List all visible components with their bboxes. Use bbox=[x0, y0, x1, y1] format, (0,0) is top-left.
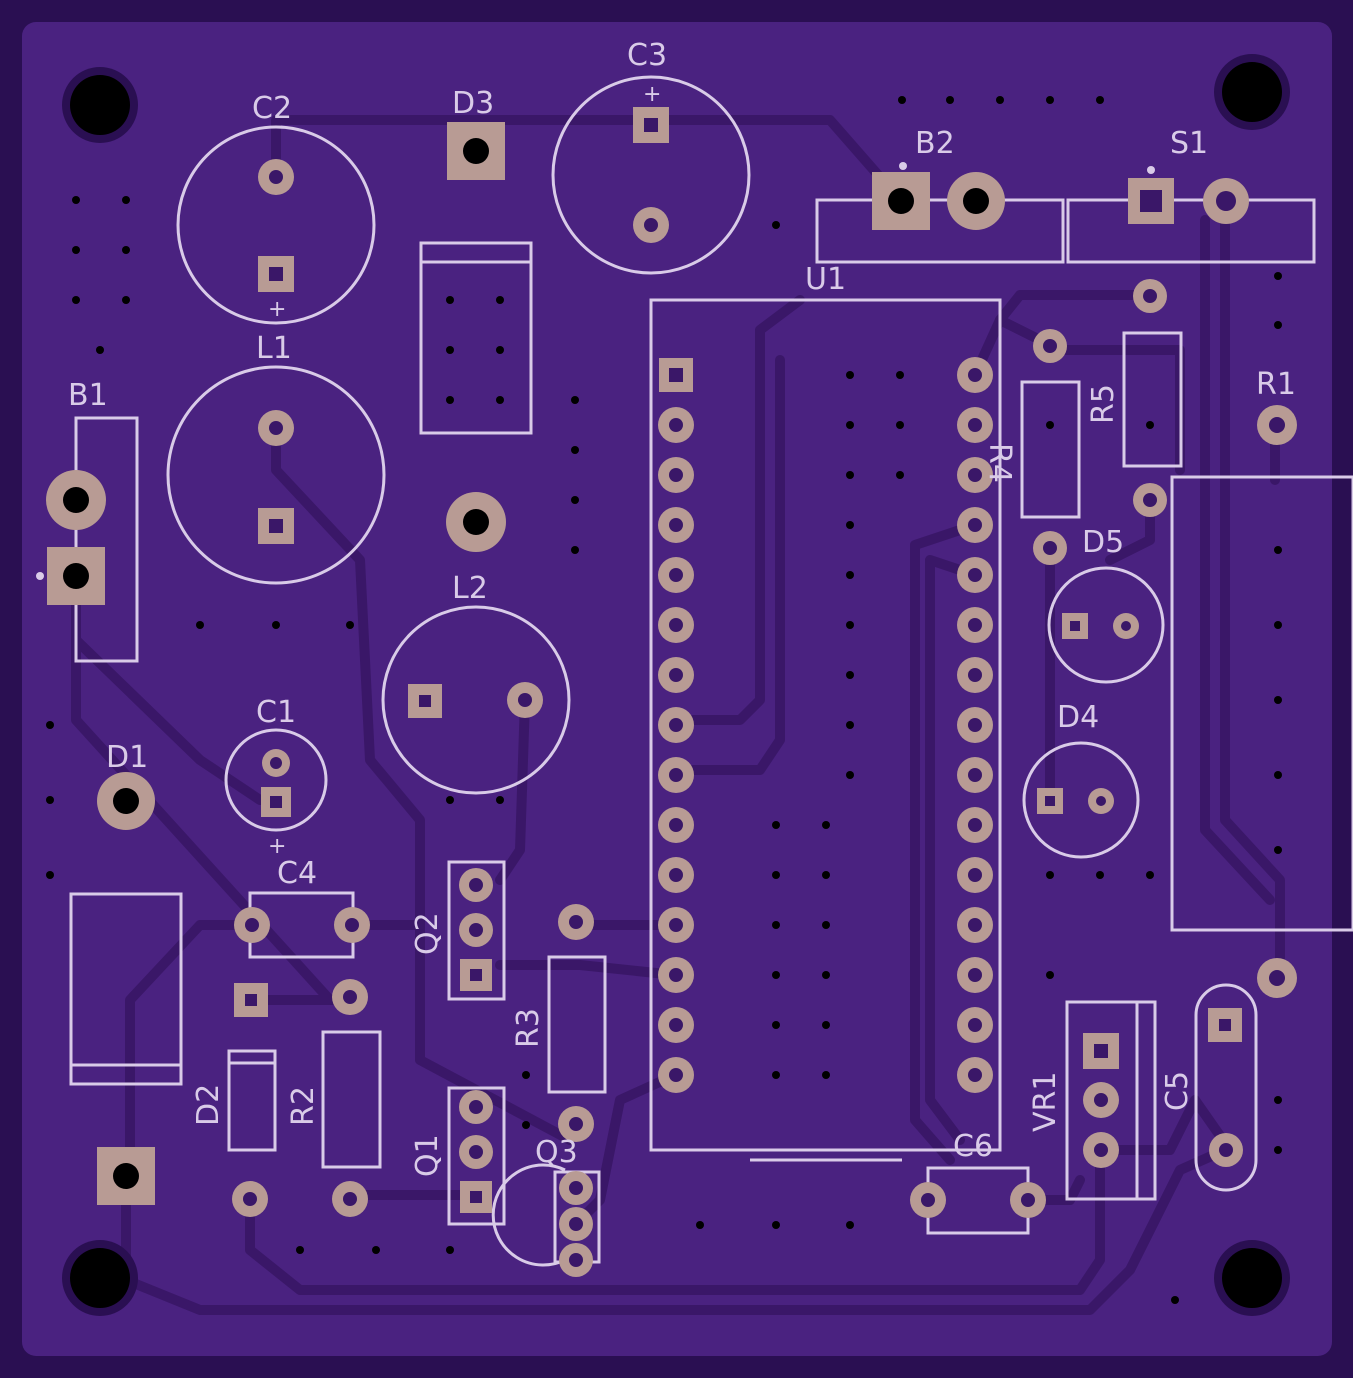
u1-pins bbox=[658, 357, 993, 1093]
silkscreen-labels: C2 D3 C3 + B2 S1 + L1 B1 U1 R4 R5 R1 L2 … bbox=[68, 38, 1296, 1177]
c4-outline bbox=[248, 891, 355, 959]
label-s1: S1 bbox=[1170, 126, 1208, 161]
pads bbox=[46, 107, 1297, 1277]
u1-pin-hole bbox=[968, 518, 982, 532]
c5-outline bbox=[1194, 983, 1258, 1192]
l1-outline bbox=[166, 365, 386, 585]
c3-outline bbox=[551, 75, 751, 275]
label-r4: R4 bbox=[982, 443, 1017, 483]
u1-pin-hole bbox=[669, 618, 683, 632]
c2-outline bbox=[176, 125, 376, 325]
label-l1: L1 bbox=[256, 331, 292, 366]
u1-pin-hole bbox=[968, 868, 982, 882]
u1-pin-hole bbox=[968, 568, 982, 582]
label-u1: U1 bbox=[805, 262, 846, 297]
u1-pin-hole bbox=[968, 1018, 982, 1032]
label-b1: B1 bbox=[68, 378, 108, 413]
u1-pin-hole bbox=[968, 618, 982, 632]
u1-pin-hole bbox=[669, 718, 683, 732]
d1-body-outline bbox=[69, 892, 183, 1086]
label-q1: Q1 bbox=[410, 1134, 445, 1177]
u1-pin-hole bbox=[669, 918, 683, 932]
u1-pin-hole bbox=[669, 368, 683, 382]
l2-outline bbox=[381, 605, 571, 795]
vias bbox=[46, 96, 1282, 1304]
label-c2: C2 bbox=[252, 91, 292, 126]
vr1-outline bbox=[1065, 1000, 1157, 1201]
label-c1: C1 bbox=[256, 695, 296, 730]
c1-outline bbox=[224, 728, 328, 832]
label-d2: D2 bbox=[191, 1084, 226, 1126]
label-c4: C4 bbox=[277, 856, 317, 891]
u1-pin-hole bbox=[968, 968, 982, 982]
u1-pin-hole bbox=[669, 868, 683, 882]
label-r3: R3 bbox=[511, 1008, 546, 1048]
label-d4: D4 bbox=[1057, 700, 1099, 735]
label-c3-plus: + bbox=[643, 82, 661, 107]
u1-pin-hole bbox=[968, 468, 982, 482]
u1-pin-hole bbox=[669, 1068, 683, 1082]
u1-pin-hole bbox=[669, 768, 683, 782]
q1-outline bbox=[447, 1086, 506, 1226]
u1-pin-hole bbox=[968, 668, 982, 682]
r5-outline bbox=[1122, 331, 1183, 468]
b1-outline bbox=[74, 416, 139, 663]
label-c2-plus: + bbox=[268, 297, 286, 322]
d5-outline bbox=[1047, 566, 1165, 684]
label-q2: Q2 bbox=[410, 912, 445, 955]
u1-pin-hole bbox=[669, 568, 683, 582]
label-d5: D5 bbox=[1082, 525, 1124, 560]
d2-outline bbox=[227, 1049, 277, 1152]
label-c1-plus: + bbox=[268, 834, 286, 859]
label-l2: L2 bbox=[452, 571, 488, 606]
label-r5: R5 bbox=[1086, 384, 1121, 424]
u1-pin-hole bbox=[968, 768, 982, 782]
label-r1: R1 bbox=[1256, 367, 1296, 402]
u1-pin-hole bbox=[968, 718, 982, 732]
u1-pin-hole bbox=[669, 668, 683, 682]
r2-outline bbox=[321, 1030, 382, 1169]
s1-outline bbox=[1066, 198, 1316, 264]
u1-pin-hole bbox=[968, 1068, 982, 1082]
u1-pin-hole bbox=[669, 968, 683, 982]
c6-outline bbox=[926, 1166, 1030, 1235]
d4-outline bbox=[1022, 741, 1140, 859]
u1-pin-hole bbox=[968, 918, 982, 932]
mounting-holes bbox=[62, 54, 1290, 1316]
q2-outline bbox=[447, 860, 506, 1001]
u1-pin-hole bbox=[669, 468, 683, 482]
label-vr1: VR1 bbox=[1028, 1072, 1063, 1132]
q3-outline bbox=[491, 1163, 566, 1267]
d3-body-outline bbox=[419, 241, 533, 435]
b2-outline bbox=[815, 198, 1065, 264]
u1-pin-hole bbox=[669, 518, 683, 532]
label-c3: C3 bbox=[627, 38, 667, 73]
polarity-marks bbox=[36, 162, 1155, 580]
r4-outline bbox=[1020, 380, 1081, 519]
label-d1: D1 bbox=[106, 740, 148, 775]
u1-pin-hole bbox=[669, 818, 683, 832]
r3-outline bbox=[547, 955, 607, 1094]
label-c6: C6 bbox=[953, 1129, 993, 1164]
u1-pin-hole bbox=[968, 418, 982, 432]
u1-pin-hole bbox=[669, 1018, 683, 1032]
u1-pin-hole bbox=[968, 818, 982, 832]
label-d3: D3 bbox=[452, 86, 494, 121]
label-r2: R2 bbox=[286, 1086, 321, 1126]
label-c5: C5 bbox=[1160, 1071, 1195, 1111]
label-b2: B2 bbox=[915, 126, 955, 161]
u1-pin-hole bbox=[968, 368, 982, 382]
connector-outline bbox=[1170, 475, 1353, 932]
u1-pin-hole bbox=[669, 418, 683, 432]
u1-outline bbox=[649, 298, 1002, 1152]
label-q3: Q3 bbox=[535, 1135, 578, 1170]
